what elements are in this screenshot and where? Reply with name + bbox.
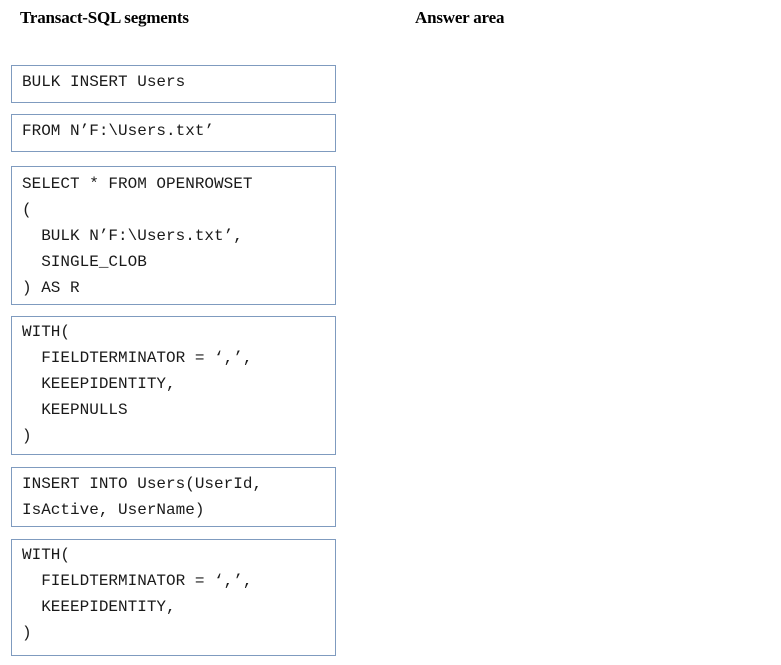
segment-line: KEEPNULLS xyxy=(22,401,128,419)
segment-select-openrowset[interactable]: SELECT * FROM OPENROWSET ( BULK N’F:\Use… xyxy=(11,166,336,305)
segment-line: IsActive, UserName) xyxy=(22,501,205,519)
answer-area-heading: Answer area xyxy=(415,8,505,27)
segment-line: SINGLE_CLOB xyxy=(22,253,147,271)
segment-line: SELECT * FROM OPENROWSET xyxy=(22,175,253,193)
segment-bulk-insert-users[interactable]: BULK INSERT Users xyxy=(11,65,336,103)
segment-with-keepidentity[interactable]: WITH( FIELDTERMINATOR = ‘,’, KEEEPIDENTI… xyxy=(11,539,336,656)
segment-line: KEEEPIDENTITY, xyxy=(22,375,176,393)
segment-line: ) AS R xyxy=(22,279,80,297)
segment-line: INSERT INTO Users(UserId, xyxy=(22,475,263,493)
segment-line: ) xyxy=(22,427,32,445)
segment-line: WITH( xyxy=(22,546,71,564)
segment-from-file[interactable]: FROM N’F:\Users.txt’ xyxy=(11,114,336,152)
segment-line: WITH( xyxy=(22,323,71,341)
segment-line: KEEEPIDENTITY, xyxy=(22,598,176,616)
segment-line: FIELDTERMINATOR = ‘,’, xyxy=(22,349,253,367)
segment-insert-into-users[interactable]: INSERT INTO Users(UserId, IsActive, User… xyxy=(11,467,336,527)
answer-area-dropzone[interactable] xyxy=(400,40,770,655)
segment-line: ( xyxy=(22,201,32,219)
segment-line: FROM N’F:\Users.txt’ xyxy=(22,122,215,140)
segments-heading: Transact-SQL segments xyxy=(20,8,189,27)
segment-with-keepnulls[interactable]: WITH( FIELDTERMINATOR = ‘,’, KEEEPIDENTI… xyxy=(11,316,336,455)
segment-line: FIELDTERMINATOR = ‘,’, xyxy=(22,572,253,590)
segment-line: ) xyxy=(22,624,32,642)
segment-line: BULK INSERT Users xyxy=(22,73,186,91)
segment-line: BULK N’F:\Users.txt’, xyxy=(22,227,243,245)
